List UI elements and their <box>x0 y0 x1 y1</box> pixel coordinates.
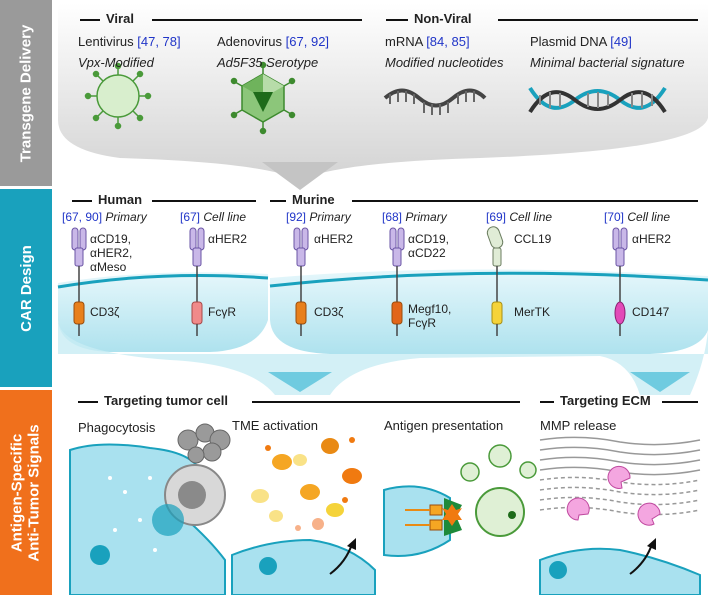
car-receptors <box>71 226 628 336</box>
construct-5-header: [69] Cell line <box>486 210 553 224</box>
receptor-1 <box>71 227 87 336</box>
car-human-band <box>58 272 268 352</box>
construct-1-header: [67, 90] Primary <box>62 210 147 224</box>
construct-4-antigen: αCD19,αCD22 <box>408 232 449 260</box>
receptor-6 <box>612 227 628 336</box>
mrna-sub: Modified nucleotides <box>385 55 504 70</box>
arrow-tumor <box>268 372 332 392</box>
construct-1-domain: CD3ζ <box>90 305 120 319</box>
mrna-icon <box>383 88 487 115</box>
receptor-4 <box>389 227 405 336</box>
panel-tme-label: TME activation <box>232 418 318 433</box>
delivery-band: Transgene Delivery <box>0 0 52 186</box>
construct-2-header: [67] Cell line <box>180 210 247 224</box>
viral-title: Viral <box>106 11 134 26</box>
tumor-line-left <box>78 401 98 403</box>
nonviral-title: Non-Viral <box>414 11 472 26</box>
receptor-2 <box>189 227 205 336</box>
construct-6-antigen: αHER2 <box>632 232 671 246</box>
plasmid-sub: Minimal bacterial signature <box>530 55 685 70</box>
plasmid-label: Plasmid DNA [49] <box>530 34 632 49</box>
construct-1-antigen: αCD19,αHER2,αMeso <box>90 232 133 274</box>
construct-5-domain: MerTK <box>514 305 550 319</box>
nonviral-line-right <box>498 19 698 21</box>
adenovirus-icon <box>230 61 296 135</box>
construct-6-header: [70] Cell line <box>604 210 671 224</box>
murine-line-right <box>352 200 698 202</box>
human-title: Human <box>98 192 143 207</box>
lentivirus-label: Lentivirus [47, 78] <box>78 34 181 49</box>
tumor-line-right <box>252 401 520 403</box>
phagocytosis-illustration <box>69 423 231 595</box>
nonviral-line-left <box>386 19 408 21</box>
ecm-line-left <box>540 401 554 403</box>
tme-activation-illustration <box>231 437 376 595</box>
tumor-title: Targeting tumor cell <box>104 393 228 408</box>
adenovirus-label: Adenovirus [67, 92] <box>217 34 330 49</box>
ecm-line-right <box>662 401 698 403</box>
mmp-release-illustration <box>539 436 701 595</box>
car-murine-band <box>270 269 708 354</box>
panel-phagocytosis-label: Phagocytosis <box>78 420 156 435</box>
mrna-label: mRNA [84, 85] <box>385 34 470 49</box>
viral-line-right <box>152 19 362 21</box>
murine-line-left <box>270 200 286 202</box>
lentivirus-sub: Vpx-Modified <box>78 55 154 70</box>
viral-line-left <box>80 19 100 21</box>
panel-mmp-label: MMP release <box>540 418 617 433</box>
car-band: CAR Design <box>0 189 52 387</box>
construct-4-header: [68] Primary <box>382 210 447 224</box>
membrane-murine <box>269 271 708 288</box>
delivery-arrow <box>262 162 338 190</box>
construct-6-domain: CD147 <box>632 305 670 319</box>
human-line-right <box>152 200 256 202</box>
panel-antigen-label: Antigen presentation <box>384 418 504 433</box>
human-line-left <box>72 200 92 202</box>
ecm-title: Targeting ECM <box>560 393 651 408</box>
lentivirus-icon <box>84 62 152 130</box>
delivery-funnel <box>58 3 708 180</box>
adenovirus-sub: Ad5F35 Serotype <box>217 55 319 70</box>
construct-3-antigen: αHER2 <box>314 232 353 246</box>
receptor-5 <box>486 226 504 336</box>
construct-4-domain: Megf10,FcγR <box>408 302 452 330</box>
construct-2-antigen: αHER2 <box>208 232 247 246</box>
receptor-3 <box>293 227 309 336</box>
arrow-ecm <box>630 372 690 392</box>
car-bottom-funnel <box>58 320 708 395</box>
construct-5-antigen: CCL19 <box>514 232 552 246</box>
construct-3-domain: CD3ζ <box>314 305 344 319</box>
construct-3-header: [92] Primary <box>286 210 351 224</box>
construct-2-domain: FcγR <box>208 305 236 319</box>
antigen-presentation-illustration <box>383 444 537 557</box>
murine-title: Murine <box>292 192 335 207</box>
membrane-human <box>57 273 269 289</box>
dna-icon <box>528 86 667 114</box>
